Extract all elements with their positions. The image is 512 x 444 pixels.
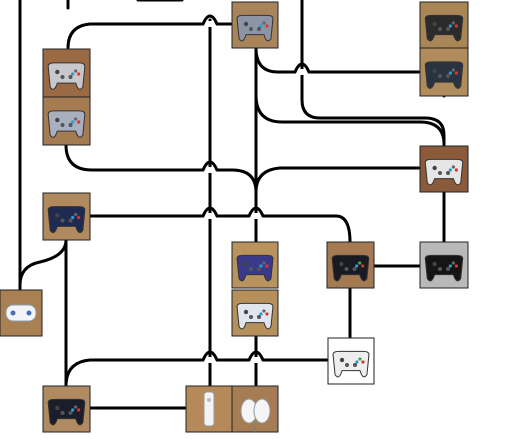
gamecube-indigo-controller-icon (231, 241, 279, 289)
dualshock-grey-icon (42, 96, 91, 146)
line-crossing-bridge (201, 14, 219, 27)
playstation-controller-icon (42, 48, 91, 98)
dreamcast-white-controller-icon (419, 145, 469, 193)
wii-classic-controller-icon (0, 289, 43, 337)
line-crossing-bridge (247, 350, 265, 363)
ps3-controller-icon (419, 241, 469, 289)
connector-line (64, 358, 330, 388)
n64-controller-icon (231, 1, 279, 49)
connector-line (300, 0, 446, 148)
dreamcast-controller-icon (419, 47, 469, 97)
xbox-controller-icon (419, 1, 469, 49)
connector-lines (18, 0, 446, 410)
connector-line (88, 214, 352, 244)
wii-remote-icon (185, 385, 233, 433)
dualshock-black-icon (42, 192, 91, 241)
connector-line (18, 238, 68, 292)
sixaxis-controller-icon (42, 385, 91, 433)
connector-line (64, 143, 422, 194)
line-crossing-bridge (201, 160, 219, 173)
line-crossing-bridge (201, 206, 219, 219)
xbox360-white-controller-icon (327, 337, 375, 385)
connector-line (254, 46, 422, 74)
wii-nunchuk-icon (231, 385, 279, 433)
line-crossing-bridge (201, 350, 219, 363)
line-crossing-bridge (247, 206, 265, 219)
connector-line (66, 22, 234, 50)
connector-line (254, 46, 446, 146)
line-crossing-bridge (293, 62, 311, 75)
controller-tiles (0, 1, 469, 433)
xbox360-black-controller-icon (326, 241, 375, 289)
gamecube-white-controller-icon (231, 289, 279, 337)
